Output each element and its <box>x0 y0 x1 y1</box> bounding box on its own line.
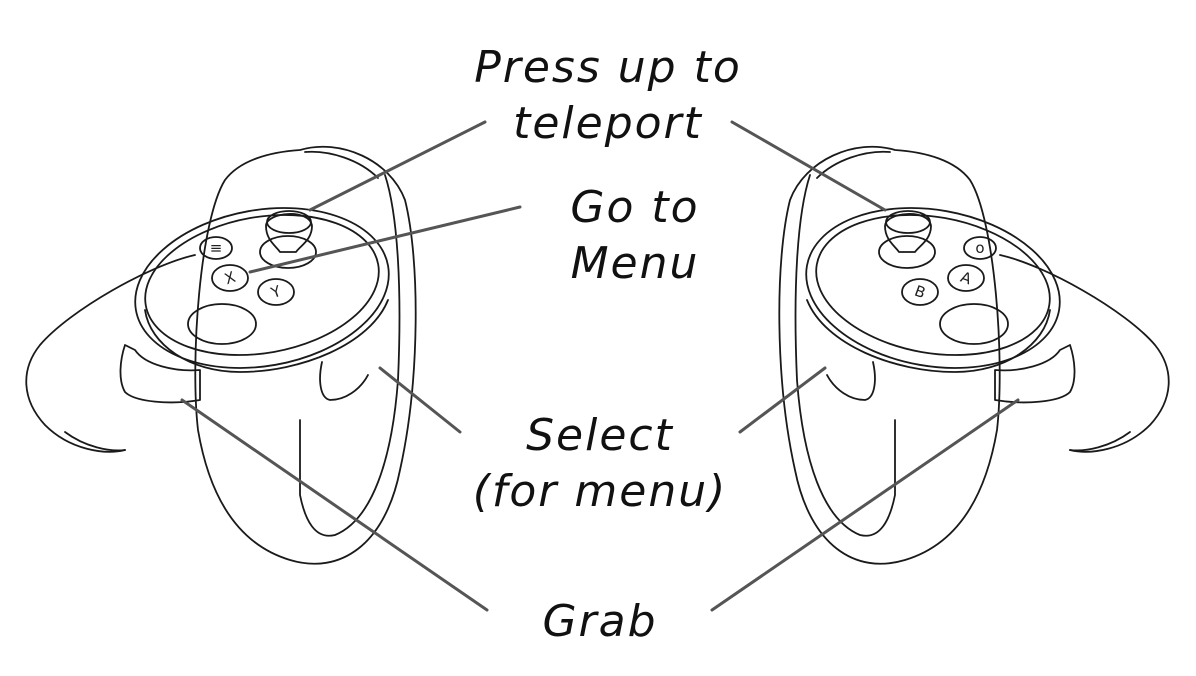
left-thumb-rest <box>187 303 257 345</box>
right-touch-controller-icon <box>778 145 1170 565</box>
menu-label-line1: Go to <box>570 182 700 233</box>
left-grip <box>25 254 196 453</box>
teleport-label-line2: teleport <box>513 98 703 149</box>
menu-label-line2: Menu <box>570 238 700 289</box>
left-tracking-ring <box>194 145 417 565</box>
menu-leader <box>248 205 522 274</box>
left-thumbstick-icon <box>265 213 313 253</box>
oculus-button-icon <box>963 236 997 260</box>
left-tracking-ring-inner <box>299 174 401 537</box>
b-button-icon <box>901 278 939 306</box>
teleport-leader-right <box>730 120 887 212</box>
teleport-label: Press up to teleport <box>458 40 758 152</box>
teleport-label-line1: Press up to <box>474 42 742 93</box>
y-button-icon <box>257 278 295 306</box>
right-thumb-rest <box>939 303 1009 345</box>
x-glyph: X <box>222 268 238 288</box>
left-menu-button-icon <box>199 236 233 260</box>
a-glyph: A <box>958 268 974 289</box>
select-label-line2: (for menu) <box>472 466 728 517</box>
grab-leader-right <box>710 398 1020 612</box>
select-leader-right <box>738 366 827 434</box>
left-touch-controller-icon <box>25 145 417 565</box>
y-glyph: Y <box>268 282 284 303</box>
right-thumbstick-base <box>878 235 936 269</box>
right-grip <box>999 254 1170 453</box>
left-menu-glyph: ≡ <box>210 239 223 257</box>
teleport-leader-left <box>308 120 487 212</box>
select-label: Select (for menu) <box>450 408 750 520</box>
right-thumbstick-icon <box>884 213 932 253</box>
left-index-trigger <box>319 361 369 401</box>
select-label-line1: Select <box>526 410 674 461</box>
grab-label: Grab <box>500 594 700 650</box>
a-button-icon <box>947 264 985 292</box>
select-leader-left <box>378 366 462 434</box>
right-tracking-ring <box>778 145 1001 565</box>
grab-leader-left <box>180 398 489 612</box>
x-button-icon <box>211 264 249 292</box>
left-face-plate <box>134 207 390 369</box>
b-glyph: B <box>912 282 928 302</box>
right-face-plate <box>805 207 1061 369</box>
right-index-trigger <box>826 361 876 401</box>
left-grip-trigger <box>119 344 201 404</box>
right-tracking-ring-inner <box>794 174 896 537</box>
menu-label: Go to Menu <box>540 180 730 292</box>
left-thumbstick-base <box>259 235 317 269</box>
grab-label-line1: Grab <box>542 596 658 647</box>
oculus-glyph: o <box>975 239 984 257</box>
right-grip-trigger <box>994 344 1076 404</box>
